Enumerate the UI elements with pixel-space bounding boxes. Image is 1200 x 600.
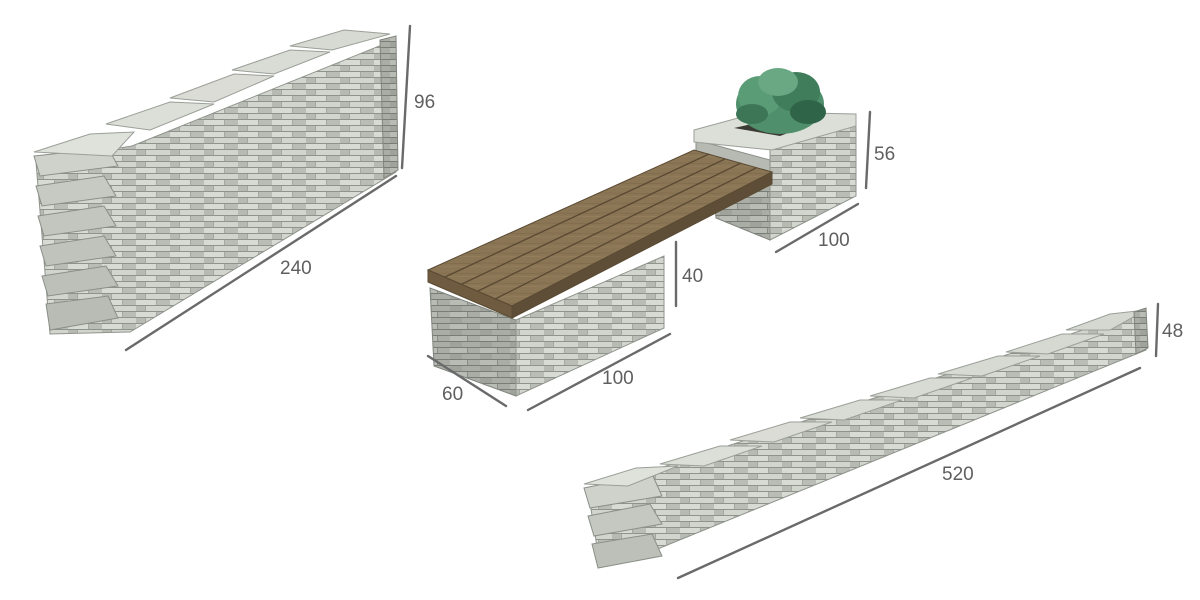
tall-wall-cap-stones [33,29,391,157]
tall-wall-length-dimension: 240 [124,174,398,352]
long-stone-wall [583,307,1149,569]
bench-base-front-face [515,255,665,397]
long-wall-height-dimension: 48 [1154,302,1183,358]
bench [426,149,774,397]
tall-wall-front-face [35,39,397,335]
bench-height-label: 40 [682,266,703,287]
planter-height-dimension: 56 [864,110,895,190]
bench-depth-label: 60 [442,384,463,405]
long-wall-end-slabs [583,473,663,569]
tall-wall-end-slabs [33,147,119,331]
long-wall-height-label: 48 [1162,321,1183,342]
planter-height-label: 56 [874,144,895,165]
planter-length-dimension: 100 [774,202,860,254]
bench-seat-slats [444,153,757,300]
bench-length-dimension: 100 [526,332,672,412]
tall-stone-wall [33,29,399,335]
planter-shrub [736,68,826,134]
tall-wall-length-label: 240 [280,258,312,279]
bench-depth-dimension: 60 [426,354,508,408]
tall-wall-height-dimension: 96 [400,24,435,170]
bench-height-dimension: 40 [674,240,703,308]
bench-seat-front-edge [511,171,773,319]
long-wall-length-dimension: 520 [676,366,1142,580]
planter-box [693,68,857,241]
tall-wall-right-end [379,35,399,179]
long-wall-right-end [1133,307,1149,355]
long-wall-length-label: 520 [942,464,974,485]
tall-wall-height-label: 96 [414,92,435,113]
bench-length-label: 100 [602,368,634,389]
planter-length-label: 100 [818,230,850,251]
long-wall-cap-stones [583,309,1147,487]
